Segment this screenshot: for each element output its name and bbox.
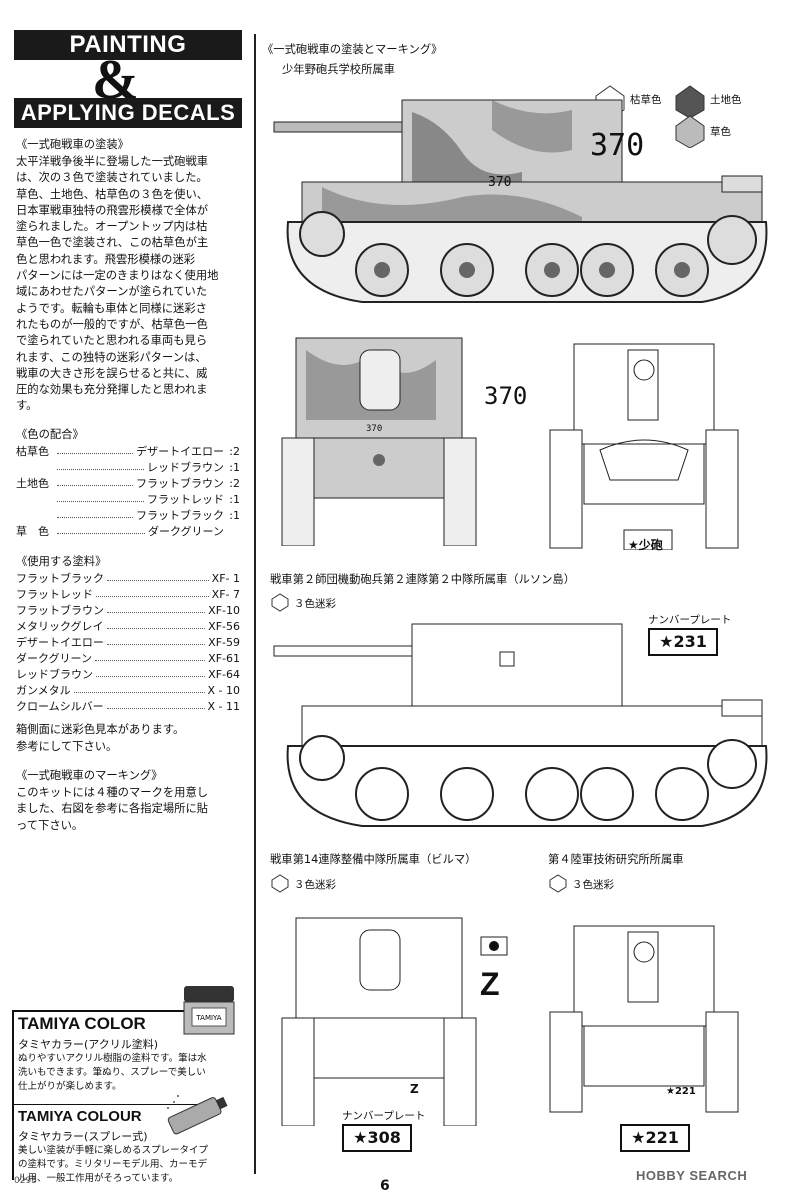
marking-heading: 《一式砲戦車のマーキング》: [16, 769, 163, 782]
mix-row: 土地色フラットブラウン:2: [16, 477, 240, 490]
camo-icon: [549, 874, 567, 893]
watermark: HOBBY SEARCH: [636, 1168, 748, 1183]
v3-letter-big: Z: [480, 966, 500, 1002]
v3-number-plate: ★308: [342, 1124, 412, 1152]
v2-plate-label: ナンバープレート: [648, 614, 732, 626]
mix-row: レッドブラウン:1: [16, 460, 240, 476]
mix-row: 草 色ダークグリーン: [16, 525, 224, 538]
tank-side-view-v2: [273, 623, 768, 827]
paints-note: 箱側面に迷彩色見本があります。: [16, 723, 185, 736]
mix-row: フラットブラック:1: [16, 508, 240, 524]
paints-note: 参考にして下さい。: [16, 740, 118, 753]
v1-front-number: 370: [484, 382, 528, 410]
legend-label: 草色: [710, 126, 731, 138]
spray-can-icon: [167, 1095, 228, 1135]
tank-front-view-v1: [281, 337, 477, 546]
ad-title-color: TAMIYA COLOR: [18, 1014, 146, 1033]
v4-number-plate: ★221: [620, 1124, 690, 1152]
header-applying-decals: APPLYING DECALS: [14, 98, 242, 128]
ad-subtitle-spray: タミヤカラー(スプレー式): [18, 1130, 148, 1143]
painting-heading: 《一式砲戦車の塗装》: [16, 138, 129, 151]
camo-icon: [271, 874, 289, 893]
marking-panel: [254, 34, 780, 1174]
v1-number-small: 370: [488, 175, 512, 190]
mix-heading: 《色の配合》: [16, 428, 84, 441]
tamiya-color-ad: [12, 1010, 234, 1180]
v3-plate-label: ナンバープレート: [342, 1110, 426, 1122]
rising-sun-flag-icon: [480, 936, 508, 956]
v1-rear-plate: ★少砲: [628, 538, 663, 552]
document-code: 0293: [14, 1176, 37, 1186]
legend-label: 土地色: [710, 94, 742, 106]
svg-text:TAMIYA: TAMIYA: [195, 1014, 221, 1022]
tank-rear-view-v4: [549, 925, 739, 1113]
panel-title: 《一式砲戦車の塗装とマーキング》: [262, 43, 443, 56]
ad-title-colour: TAMIYA COLOUR: [18, 1108, 142, 1125]
tank-front-view-v3: [281, 917, 477, 1126]
camo-icon: [271, 593, 289, 612]
v4-title: 第４陸軍技術研究所所属車: [548, 853, 684, 866]
v1-number-big: 370: [590, 128, 645, 163]
painting-text: 太平洋戦争後半に登場した一式砲戦車は、次の３色で塗装されていました。 草色、土地…: [16, 155, 219, 413]
v4-plate-small: ★221: [666, 1086, 696, 1097]
page-number: 6: [380, 1178, 390, 1194]
ad-desc-spray: 美しい塗装が手軽に楽しめるスプレータイプの塗料です。ミリタリーモデル用、カーモデ…: [18, 1145, 209, 1184]
v3-title: 戦車第14連隊整備中隊所属車（ビルマ）: [270, 853, 477, 866]
header-painting: PAINTING: [14, 30, 242, 60]
tank-rear-view-v1: [549, 343, 739, 550]
v3-legend: ３色迷彩: [294, 879, 336, 891]
v1-title: 少年野砲兵学校所属車: [282, 63, 395, 76]
mix-row: フラットレッド:1: [16, 492, 240, 508]
ad-subtitle-color: タミヤカラー(アクリル塗料): [18, 1038, 159, 1051]
legend-label: 枯草色: [630, 94, 662, 106]
v2-legend: ３色迷彩: [294, 598, 336, 610]
ad-divider: [14, 1104, 226, 1105]
v3-letter-small: Z: [410, 1082, 419, 1096]
paints-heading: 《使用する塗料》: [16, 555, 107, 568]
tank-side-view-v1: [273, 99, 768, 303]
paint-jar-icon: TAMIYA: [183, 986, 235, 1035]
v4-legend: ３色迷彩: [572, 879, 614, 891]
marking-text: このキットには４種のマークを用意しました、右図を参考に各指定場所に貼って下さい。: [16, 786, 209, 832]
v2-number-plate: ★231: [648, 628, 718, 656]
mix-row: 枯草色デザートイエロー:2: [16, 445, 240, 458]
v2-title: 戦車第２師団機動砲兵第２連隊第２中隊所属車（ルソン島）: [270, 573, 576, 586]
v1-front-number-small: 370: [366, 424, 383, 434]
ad-desc-color: ぬりやすいアクリル樹脂の塗料です。筆は水洗いもできます。筆ぬり、スプレーで美しい…: [18, 1053, 207, 1092]
